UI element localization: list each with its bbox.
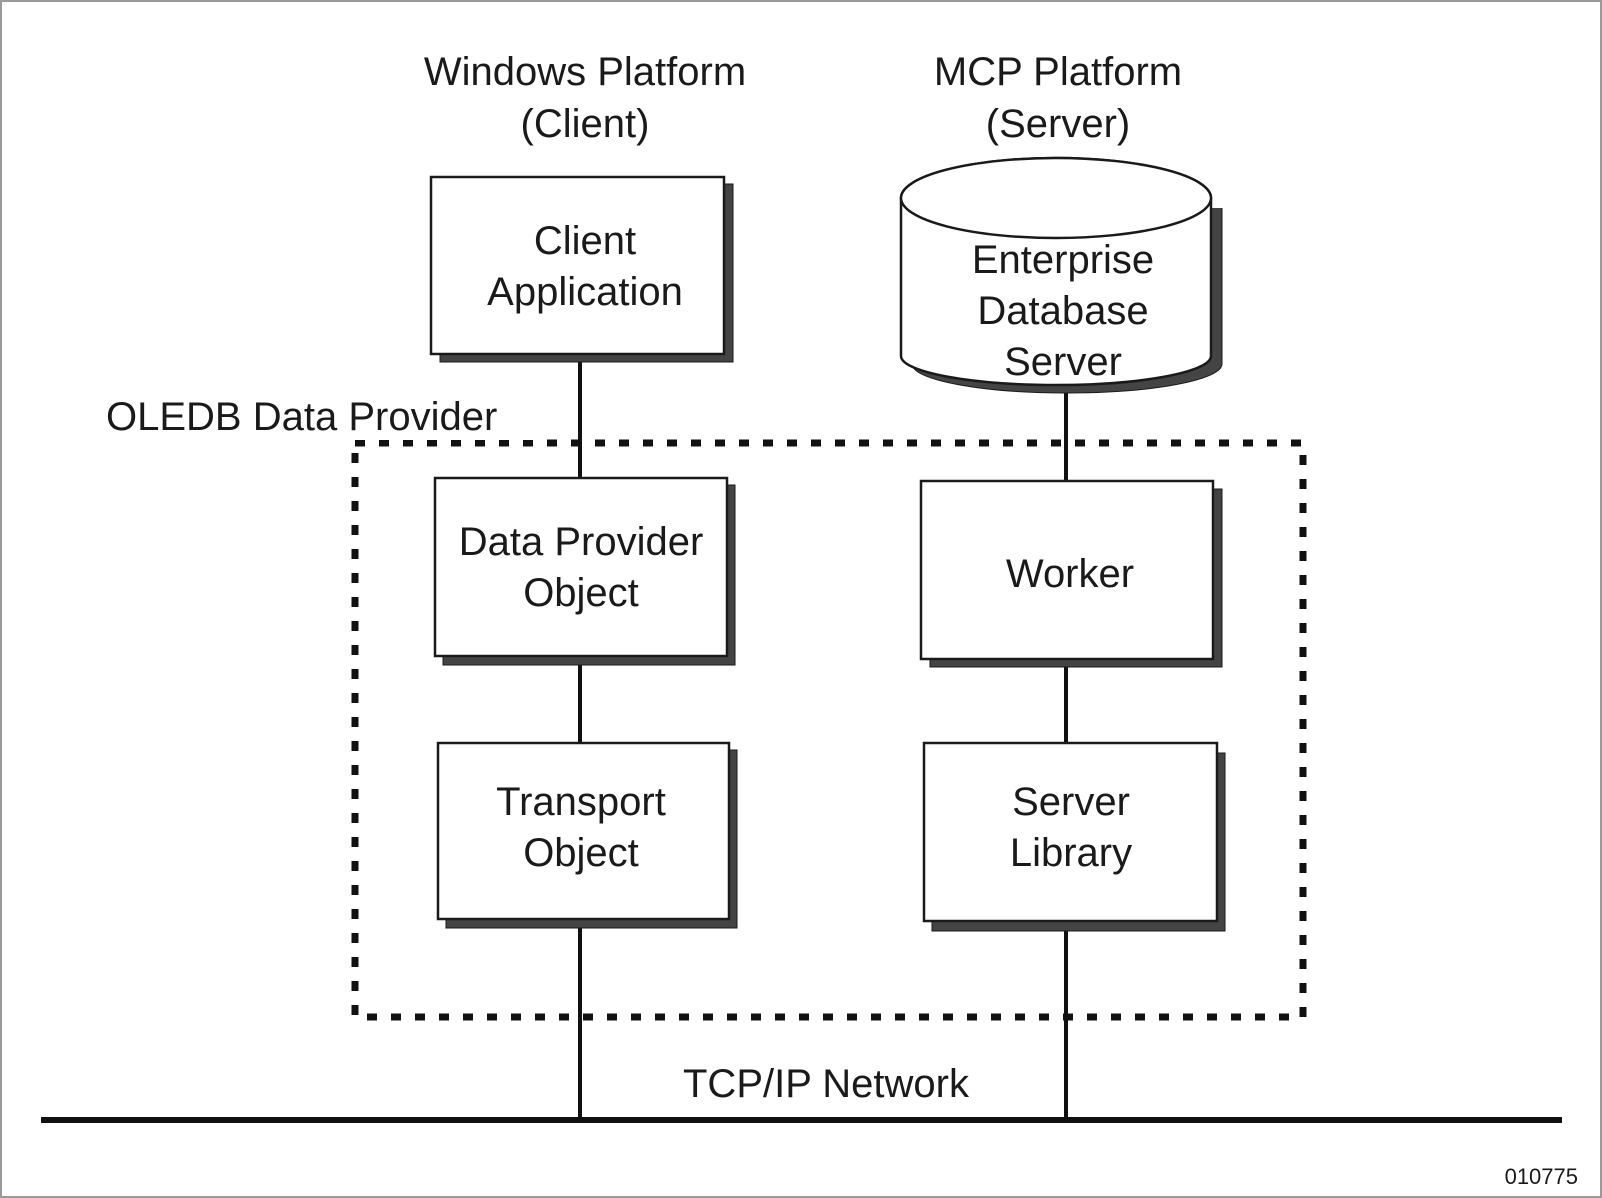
tcp-ip-network-label: TCP/IP Network [683, 1062, 970, 1106]
database-top-ellipse [899, 156, 1213, 240]
data-provider-object-label-line1: Data Provider [459, 520, 704, 564]
enterprise-database-label-line3: Server [1004, 340, 1122, 384]
oledb-data-provider-group [351, 439, 1307, 1021]
server-library-label-line2: Library [1010, 831, 1132, 875]
server-platform-title-line2: (Server) [986, 102, 1130, 146]
client-platform-title-line2: (Client) [521, 102, 650, 146]
enterprise-database-label-line2: Database [977, 289, 1148, 333]
enterprise-database-label-line1: Enterprise [972, 238, 1154, 282]
enterprise-database-cylinder: Enterprise Database Server [899, 156, 1223, 394]
data-provider-object-box: Data Provider Object [433, 476, 736, 666]
oledb-data-provider-label: OLEDB Data Provider [106, 395, 497, 439]
transport-object-label-line2: Object [523, 831, 639, 875]
server-platform-title: MCP Platform (Server) [934, 50, 1182, 146]
worker-label: Worker [1006, 552, 1134, 596]
data-provider-object-label-line2: Object [523, 571, 639, 615]
worker-box: Worker [919, 479, 1223, 668]
client-application-box: Client Application [429, 175, 734, 363]
server-platform-title-line1: MCP Platform [934, 50, 1182, 94]
transport-object-label-line1: Transport [496, 780, 666, 824]
group-label-backdrop [106, 392, 546, 440]
client-platform-title: Windows Platform (Client) [424, 50, 746, 146]
figure-id: 010775 [1505, 1164, 1578, 1189]
transport-object-box: Transport Object [436, 741, 738, 929]
client-platform-title-line1: Windows Platform [424, 50, 746, 94]
client-application-label-line1: Client [534, 219, 636, 263]
server-library-box: Server Library [922, 741, 1226, 932]
client-application-label-line2: Application [487, 270, 683, 314]
server-library-label-line1: Server [1012, 780, 1130, 824]
